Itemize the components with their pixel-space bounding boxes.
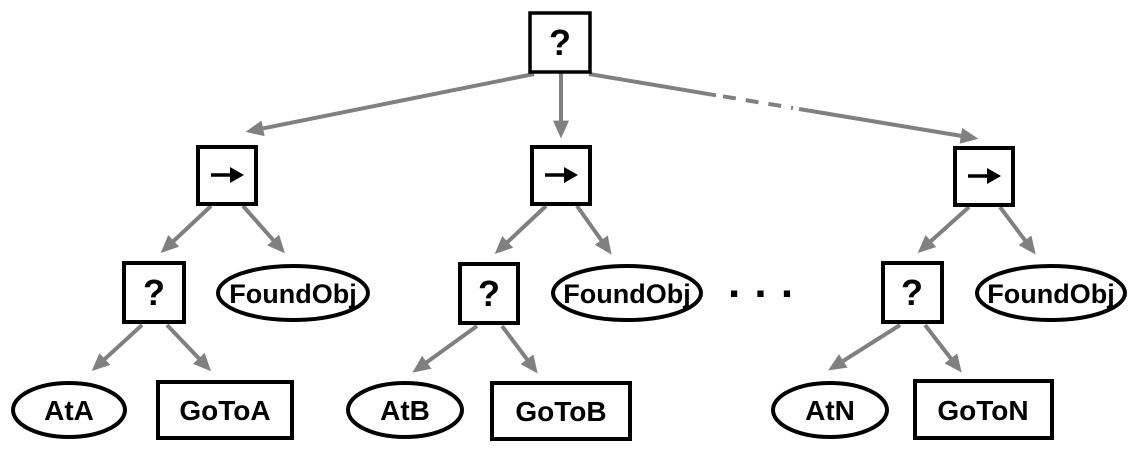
- condition-foundobj-node-3: FoundObj: [975, 264, 1127, 322]
- sequence-arrow-icon: [211, 167, 244, 183]
- goto-label-a: GoToA: [179, 395, 270, 426]
- goto-box-a: [156, 380, 294, 440]
- condition-foundobj-node-2: FoundObj: [551, 264, 703, 322]
- condition-at-node-b: AtB: [346, 381, 464, 439]
- at-label-n: AtN: [805, 395, 855, 426]
- edge-fallback-3-to-at-n: [828, 323, 902, 371]
- dashed-continuation-icon: [722, 94, 794, 110]
- sequence-node-2: [530, 145, 592, 206]
- fallback-label-2: ?: [478, 273, 500, 314]
- foundobj-label-1: FoundObj: [229, 279, 356, 309]
- foundobj-label-3: FoundObj: [987, 279, 1114, 309]
- edge-sequence-2-to-foundobj-2: [575, 204, 612, 255]
- edge-sequence-1-to-fallback-1: [160, 204, 213, 254]
- fallback-box-1: [122, 261, 186, 324]
- condition-at-node-n: AtN: [771, 381, 889, 439]
- foundobj-label-2: FoundObj: [563, 279, 690, 309]
- goto-label-n: GoToN: [937, 395, 1028, 426]
- condition-at-node-a: AtA: [11, 381, 127, 439]
- action-goto-node-a: GoToA: [156, 380, 294, 440]
- edge-fallback-1-to-at-a: [91, 323, 144, 372]
- at-label-b: AtB: [380, 395, 430, 426]
- edge-sequence-1-to-foundobj-1: [241, 204, 285, 254]
- goto-box-n: [913, 379, 1054, 440]
- action-goto-node-n: GoToN: [913, 379, 1054, 440]
- sequence-node-1: [196, 145, 258, 206]
- edge-root-to-sequence-3-solid-a: [588, 72, 717, 98]
- fallback-node-1: ?: [122, 261, 186, 324]
- edge-root-to-sequence-1: [245, 72, 535, 137]
- edge-fallback-2-to-at-b: [412, 324, 479, 373]
- goto-box-b: [490, 381, 632, 441]
- fallback-box-2: [458, 262, 520, 325]
- edge-root-to-sequence-3-solid-b: [798, 107, 979, 144]
- foundobj-ellipse-3: [975, 264, 1127, 322]
- goto-label-b: GoToB: [515, 396, 606, 427]
- sequence-node-3: [953, 146, 1015, 207]
- fallback-node-2: ?: [458, 262, 520, 325]
- edge-fallback-1-to-goto-a: [165, 323, 212, 372]
- at-label-a: AtA: [44, 395, 94, 426]
- action-goto-node-b: GoToB: [490, 381, 632, 441]
- fallback-box-3: [881, 261, 944, 324]
- root-fallback-label: ?: [549, 22, 571, 63]
- fallback-node-3: ?: [881, 261, 944, 324]
- root-fallback-node: ?: [528, 11, 592, 74]
- edge-sequence-3-to-foundobj-3: [998, 205, 1036, 255]
- edge-fallback-3-to-goto-n: [923, 323, 962, 373]
- continuation-dots: . . .: [728, 258, 794, 307]
- edge-sequence-3-to-fallback-3: [917, 205, 971, 253]
- at-ellipse-a: [11, 381, 127, 439]
- sequence-arrow-icon: [545, 167, 578, 183]
- at-ellipse-n: [771, 381, 889, 439]
- condition-foundobj-node-1: FoundObj: [216, 264, 370, 322]
- sequence-arrow-icon: [968, 168, 1001, 184]
- foundobj-ellipse-1: [216, 264, 370, 322]
- at-ellipse-b: [346, 381, 464, 439]
- edge-fallback-2-to-goto-b: [500, 324, 538, 374]
- foundobj-ellipse-2: [551, 264, 703, 322]
- fallback-label-1: ?: [143, 272, 165, 313]
- fallback-label-3: ?: [901, 272, 923, 313]
- edge-sequence-2-to-fallback-2: [494, 204, 548, 255]
- root-fallback-box: [528, 11, 592, 74]
